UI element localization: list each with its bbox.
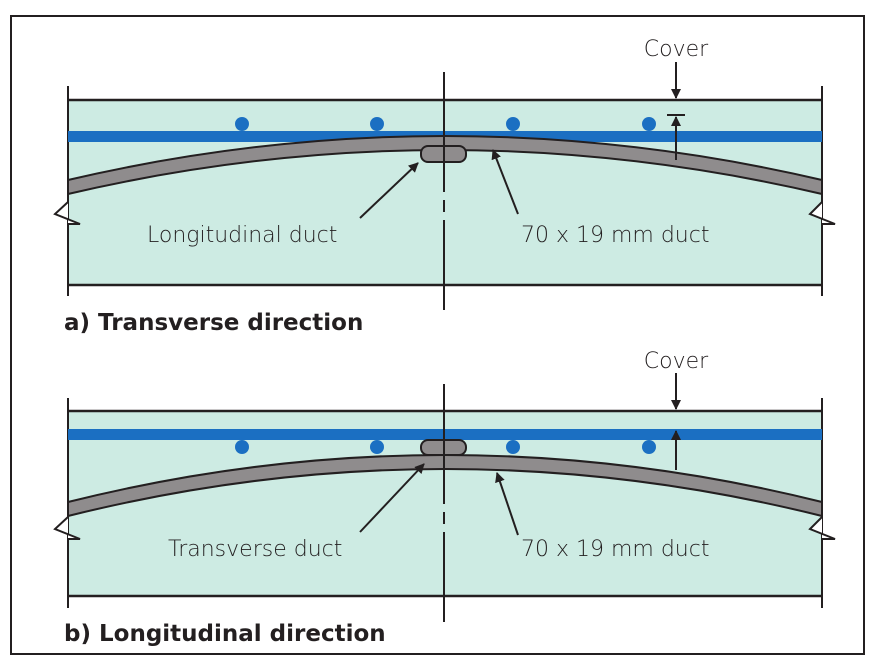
rebar-dot — [642, 440, 656, 454]
leader-arrow-icon — [491, 149, 519, 215]
tendon-duct — [67, 454, 823, 518]
right-duct-label: 70 x 19 mm duct — [521, 537, 709, 562]
cover-label: Cover — [644, 37, 709, 62]
right-duct-label: 70 x 19 mm duct — [521, 223, 709, 248]
rebar-dot — [642, 117, 656, 131]
rebar-dot — [235, 440, 249, 454]
cover-label: Cover — [644, 349, 709, 374]
break-symbol-right — [808, 516, 836, 540]
panel-a: Cover Longitudinal duct 70 x 19 mm duct … — [53, 37, 836, 336]
break-symbol-left — [53, 516, 81, 540]
rebar-dot — [370, 440, 384, 454]
leader-arrow-icon — [359, 463, 425, 533]
left-duct-label: Transverse duct — [168, 537, 342, 562]
rebar-dot — [370, 117, 384, 131]
left-duct-label: Longitudinal duct — [147, 223, 337, 248]
figure-frame — [10, 15, 865, 655]
rebar-dot — [235, 117, 249, 131]
break-symbol-left — [53, 201, 81, 225]
panel-b: Cover Transverse duct 70 x 19 mm duct b)… — [53, 349, 836, 647]
rebar-dot — [506, 117, 520, 131]
break-symbol-right — [808, 201, 836, 225]
panel-caption: a) Transverse direction — [64, 310, 363, 336]
leader-arrow-icon — [495, 472, 519, 536]
tendon-duct — [67, 135, 823, 196]
leader-arrow-icon — [359, 162, 419, 219]
rebar-dot — [506, 440, 520, 454]
panel-caption: b) Longitudinal direction — [64, 621, 386, 647]
